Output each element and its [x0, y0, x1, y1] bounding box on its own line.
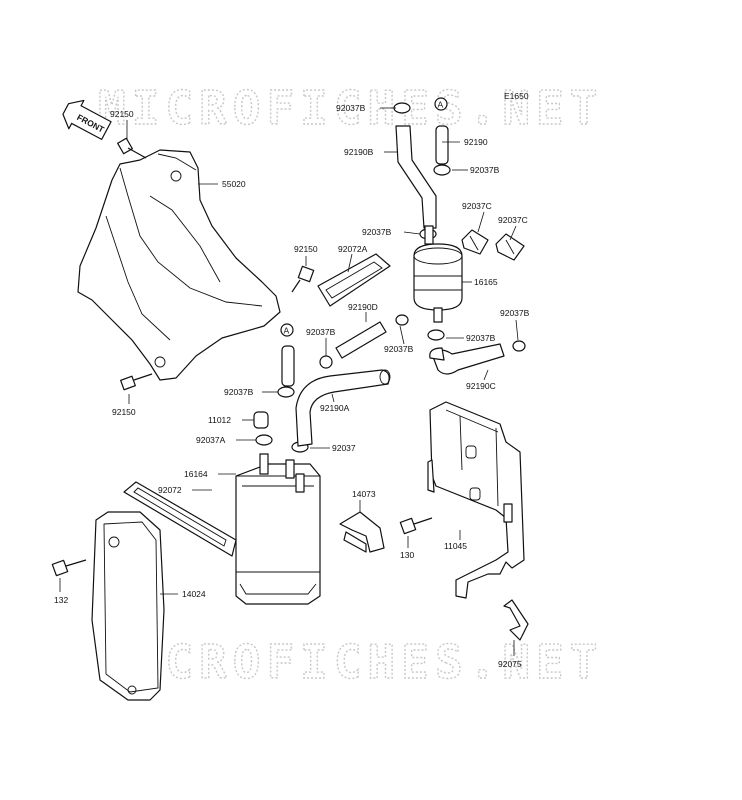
- label-92190D: 92190D: [348, 302, 378, 312]
- label-92037B-e: 92037B: [384, 344, 414, 354]
- label-92037: 92037: [332, 443, 356, 453]
- hose-92190C: [429, 343, 505, 375]
- label-92037B-f: 92037B: [466, 333, 496, 343]
- label-92190: 92190: [464, 137, 488, 147]
- bolt-132: [51, 559, 87, 577]
- label-16164: 16164: [184, 469, 208, 479]
- label-92150-mid: 92150: [294, 244, 318, 254]
- clip-92037C-b: [495, 233, 525, 261]
- label-92072: 92072: [158, 485, 182, 495]
- label-92190B: 92190B: [344, 147, 374, 157]
- label-92190C: 92190C: [466, 381, 496, 391]
- bracket-14073: [339, 511, 385, 553]
- part-labels: 92150 55020 92150 92072A 92150 92037B 92…: [54, 103, 530, 669]
- bracket-92075: [503, 599, 529, 641]
- clamp-92037A: [255, 434, 273, 446]
- label-92037B-a: 92037B: [336, 103, 366, 113]
- label-14073: 14073: [352, 489, 376, 499]
- clamp-92037B-e: [319, 355, 333, 369]
- front-arrow-icon: FRONT: [62, 99, 112, 140]
- label-11012: 11012: [208, 415, 231, 425]
- filter-16165: [413, 225, 463, 323]
- label-92037B-g: 92037B: [500, 308, 530, 318]
- canister-16164: [235, 453, 321, 605]
- hose-92190A: [295, 369, 391, 447]
- clamp-92037B-g: [512, 340, 526, 352]
- label-92037B-b: 92037B: [470, 165, 500, 175]
- ref-mark-a-mid-text: A: [284, 326, 290, 336]
- watermark-bottom: MICROFICHES.NET: [98, 635, 603, 689]
- hose-92190D: [335, 321, 387, 359]
- label-92037C-b: 92037C: [498, 215, 528, 225]
- cover-55020: [77, 149, 281, 381]
- label-92037A: 92037A: [196, 435, 226, 445]
- ref-mark-a-mid: A: [280, 323, 294, 337]
- strap-92072: [123, 481, 237, 557]
- leader-lines: [59, 107, 519, 656]
- clamp-92037B-b: [433, 164, 451, 176]
- label-11045: 11045: [444, 541, 467, 551]
- cover-14024: [91, 511, 165, 701]
- label-16165: 16165: [474, 277, 498, 287]
- label-132: 132: [54, 595, 68, 605]
- label-92072A: 92072A: [338, 244, 368, 254]
- label-92037C-a: 92037C: [462, 201, 492, 211]
- label-55020: 55020: [222, 179, 246, 189]
- bolt-92150-top: [117, 137, 147, 159]
- pipe-below-a: [281, 345, 295, 387]
- clip-92037C-a: [461, 229, 489, 255]
- label-92037B-c: 92037B: [362, 227, 392, 237]
- label-92075: 92075: [498, 659, 522, 669]
- ref-mark-a-top-text: A: [438, 100, 444, 110]
- watermark-top: MICROFICHES.NET: [98, 81, 603, 135]
- bolt-130: [399, 517, 433, 535]
- hose-92190: [435, 125, 449, 165]
- figure-code: E1650: [504, 91, 529, 101]
- hose-92190B: [395, 125, 437, 229]
- label-92037B-d: 92037B: [306, 327, 336, 337]
- label-92150-low: 92150: [112, 407, 136, 417]
- label-14024: 14024: [182, 589, 206, 599]
- label-92037B-h: 92037B: [224, 387, 254, 397]
- bolt-92150-mid: [291, 265, 315, 293]
- clamp-92037B-d: [395, 314, 409, 326]
- cap-11012: [253, 411, 269, 429]
- clamp-92037B-f: [427, 329, 445, 341]
- strap-92072A: [317, 253, 391, 307]
- bracket-11045: [427, 401, 525, 599]
- ref-mark-a-top: A: [434, 97, 448, 111]
- label-92190A: 92190A: [320, 403, 350, 413]
- clamp-92037B-a: [393, 102, 411, 114]
- bolt-92150-low: [120, 373, 153, 391]
- clamp-92037B-h: [277, 386, 295, 398]
- label-130: 130: [400, 550, 414, 560]
- label-92150-top: 92150: [110, 109, 134, 119]
